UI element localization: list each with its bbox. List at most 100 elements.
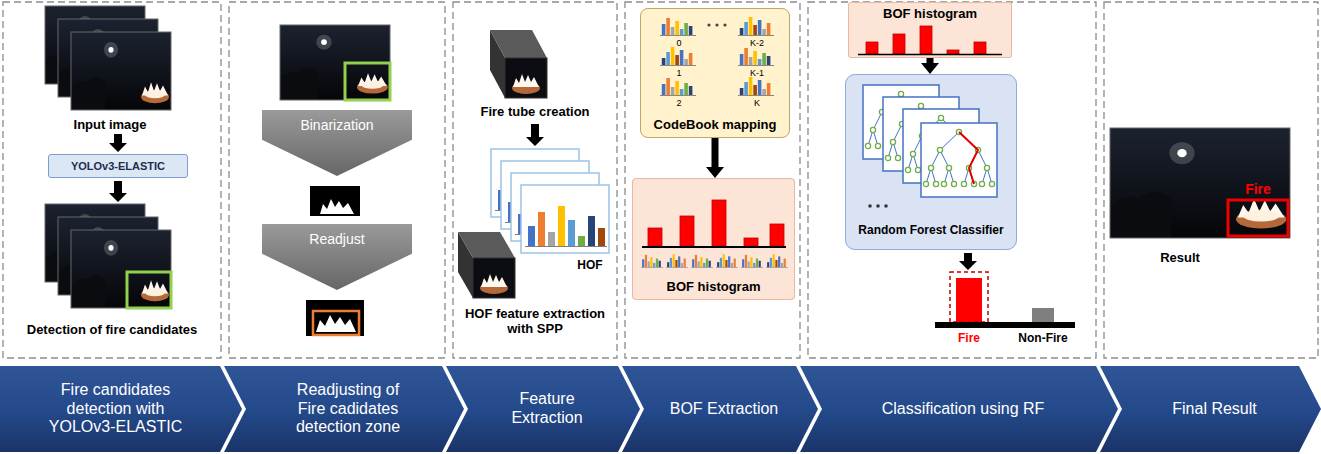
fire-tube-face [505, 58, 547, 98]
node-label: 1 [676, 68, 681, 79]
readjusted-box [313, 311, 359, 335]
histogram-box: BOF histogram [632, 178, 795, 300]
axis [858, 54, 1002, 56]
flow-arrow [109, 134, 127, 152]
histogram-fill [848, 2, 1012, 58]
stage-panel [1104, 2, 1318, 358]
candidate-box [127, 272, 171, 308]
input-frame [71, 32, 171, 110]
codeword-histogram [738, 48, 774, 66]
axis [642, 246, 786, 248]
axis [935, 322, 1075, 328]
node-label: YOLOv3-ELASTIC [71, 160, 165, 173]
node-label: Binarization [300, 117, 373, 134]
caption-label: Input image [74, 117, 147, 132]
node-label: 0 [676, 38, 681, 49]
process-box: YOLOv3-ELASTIC [48, 154, 188, 178]
step-chevron-shape [446, 366, 640, 452]
feature-thumbnail [741, 255, 763, 268]
stage-panel [229, 2, 445, 358]
frame-border [71, 230, 171, 308]
codeword-histogram [660, 47, 696, 66]
classifier-fill [845, 74, 1017, 250]
caption-label: HOF feature extraction with SPP [460, 306, 610, 337]
node-label: BOF histogram [883, 6, 977, 21]
step-chevron-shape [224, 366, 464, 452]
step-title: Readjusting of Fire cadidates detection … [284, 381, 412, 438]
step-arrow: Readjust [262, 224, 412, 290]
fire-tube [490, 30, 547, 58]
codebook-box: 0K-21K-12KCodeBook mapping [640, 8, 790, 138]
bof-bars [648, 200, 784, 246]
codeword-histogram [738, 77, 774, 96]
step-chevron: Final Result [1100, 366, 1321, 452]
caption-label: Result [1160, 250, 1200, 265]
caption-label: Non-Fire [1018, 331, 1067, 345]
stage-panel [625, 2, 800, 358]
step-arrow-shape [262, 224, 412, 290]
step-title: Classification using RF [833, 400, 1093, 419]
codebook-fill [640, 8, 790, 138]
bof-bars [866, 26, 986, 54]
flow-arrow [959, 253, 977, 270]
flow-arrow [706, 138, 724, 178]
hof-card [521, 185, 609, 253]
caption-label: HOF [577, 258, 602, 272]
histogram-fill [632, 178, 795, 300]
ellipsis-dots [707, 23, 726, 26]
flame [481, 274, 507, 287]
feature-thumbnail [641, 255, 663, 268]
codeword-histogram [738, 17, 774, 36]
step-title: Fire candidates detection with YOLOv3-EL… [41, 381, 191, 438]
binary-image [306, 300, 364, 336]
detected-frame [71, 230, 171, 308]
stage-panel [808, 2, 1096, 358]
flow-arrow [109, 181, 127, 202]
feature-thumbnail [716, 254, 738, 267]
classifier-box: Random Forest Classifier [845, 74, 1017, 250]
node-label: Readjust [309, 231, 364, 248]
stage-panel [453, 2, 617, 358]
feature-thumbnail [766, 254, 788, 267]
step-chevron-shape [800, 366, 1118, 452]
step-chevron-shape [1100, 366, 1321, 452]
caption-label: Fire tube creation [480, 104, 589, 119]
frame-border [280, 25, 390, 100]
arrow-head [921, 63, 939, 74]
candidate-frame [280, 25, 390, 100]
fire-box [1228, 200, 1288, 236]
selected-class-box [950, 272, 988, 322]
frame-border [71, 32, 171, 110]
step-chevron: Feature Extraction [446, 366, 640, 452]
arrow-head [706, 167, 724, 178]
step-arrow: Binarization [262, 110, 412, 176]
caption-label: Detection of fire candidates [27, 322, 197, 337]
decision-path [959, 132, 978, 184]
node-label: CodeBook mapping [654, 117, 777, 132]
node-label: Random Forest Classifier [858, 223, 1003, 237]
flow-arrow [526, 124, 544, 146]
node-label: K-1 [750, 68, 764, 79]
caption-label: Fire [1245, 181, 1271, 198]
fire-vote-bar [956, 278, 982, 322]
flame [513, 74, 539, 87]
step-chevron: Classification using RF [800, 366, 1118, 452]
stage-panels [3, 2, 1318, 358]
candidate-box [345, 63, 390, 100]
histogram-box: BOF histogram [848, 2, 1012, 58]
step-chevron-shape [622, 366, 818, 452]
stage-panel [3, 2, 221, 358]
codeword-histogram [660, 18, 696, 36]
binary-image [310, 186, 360, 216]
node-label: K-2 [750, 38, 764, 49]
binary-blob [316, 315, 356, 332]
fire-tube [458, 232, 515, 258]
binary-blob [320, 199, 354, 214]
step-chevron: Fire candidates detection with YOLOv3-EL… [0, 366, 242, 452]
step-title: BOF Extraction [639, 400, 809, 419]
node-label: BOF histogram [667, 279, 761, 294]
node-label: K [754, 98, 760, 109]
caption-label: Fire [958, 331, 980, 345]
